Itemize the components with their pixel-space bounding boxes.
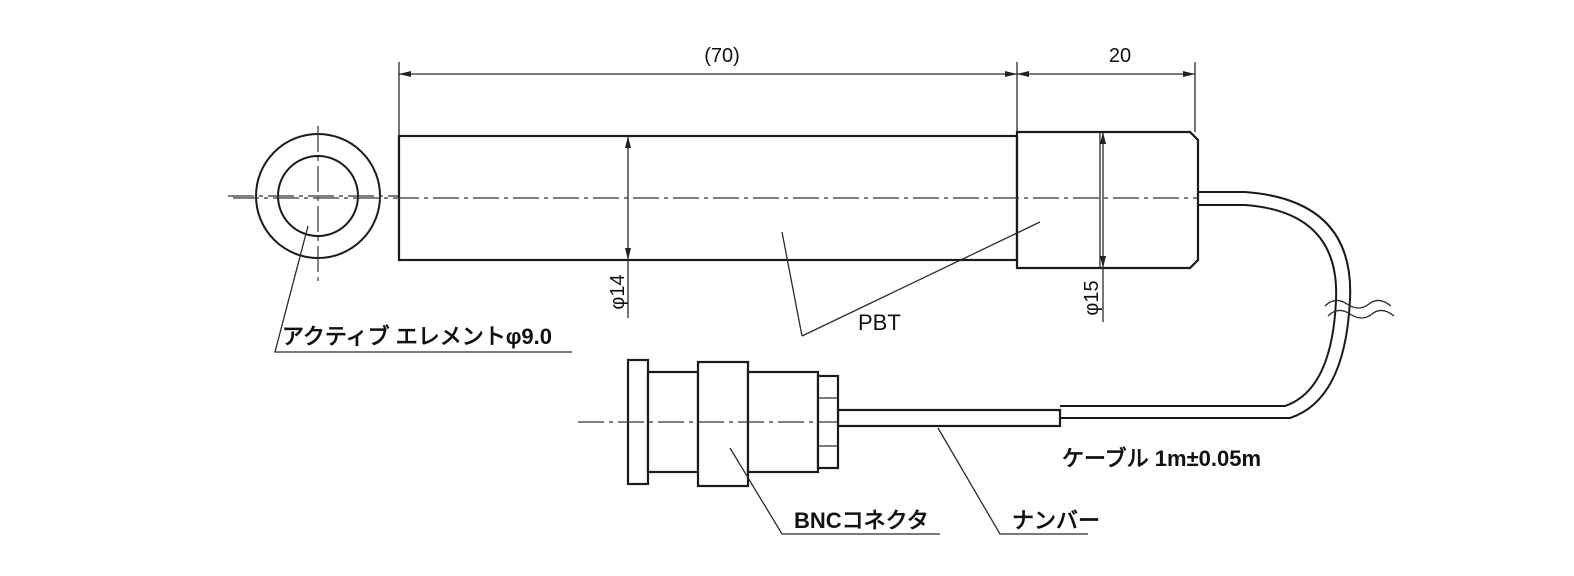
number-label: ナンバー (1012, 508, 1100, 533)
leader-active-element (274, 225, 572, 353)
cable-break-2 (1327, 309, 1395, 319)
dia15-label: φ15 (1081, 280, 1103, 315)
bnc-label: BNCコネクタ (794, 508, 929, 533)
cable-label: ケーブル 1m±0.05m (1062, 446, 1261, 471)
pbt-label: PBT (858, 310, 901, 335)
sensor-body (233, 130, 1200, 270)
dia14-label: φ14 (607, 274, 629, 309)
leader-pbt-1 (781, 231, 803, 337)
leader-bnc (729, 447, 940, 535)
end-view (228, 126, 398, 285)
leader-lines (274, 221, 1088, 535)
end-cap (1015, 130, 1200, 270)
cable-outer (1060, 191, 1352, 419)
dim-70-label: (70) (704, 45, 740, 67)
bnc-connector (578, 358, 840, 488)
cable-break-1 (1324, 299, 1392, 309)
active-element-label: アクティブ エレメントφ9.0 (282, 324, 552, 349)
leader-number (937, 427, 1088, 535)
bnc-ring (696, 360, 750, 488)
length-dimensions: (70) 20 (398, 45, 1196, 136)
diameter-dimensions: φ14 φ15 (607, 132, 1106, 322)
cable-sleeve (836, 408, 1062, 428)
dim-20-label: 20 (1109, 45, 1131, 67)
leader-pbt-2 (801, 221, 1041, 337)
